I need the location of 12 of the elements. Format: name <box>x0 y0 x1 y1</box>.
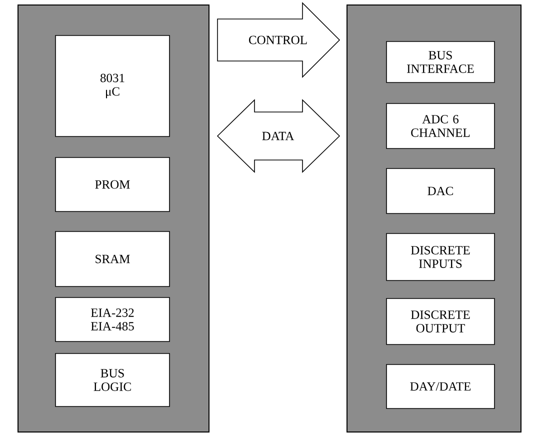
block-arrow <box>217 2 340 78</box>
component-box: DAY/DATE <box>386 364 495 409</box>
component-box: BUS INTERFACE <box>386 41 495 83</box>
component-box: SRAM <box>55 231 170 287</box>
component-box: DISCRETE INPUTS <box>386 233 495 281</box>
component-box: PROM <box>55 157 170 212</box>
component-box: ADC 6 CHANNEL <box>386 103 495 149</box>
component-box: BUS LOGIC <box>55 353 170 407</box>
component-box: EIA-232 EIA-485 <box>55 297 170 342</box>
component-box: 8031 μC <box>55 35 170 137</box>
component-box: DISCRETE OUTPUT <box>386 298 495 345</box>
component-box: DAC <box>386 168 495 214</box>
